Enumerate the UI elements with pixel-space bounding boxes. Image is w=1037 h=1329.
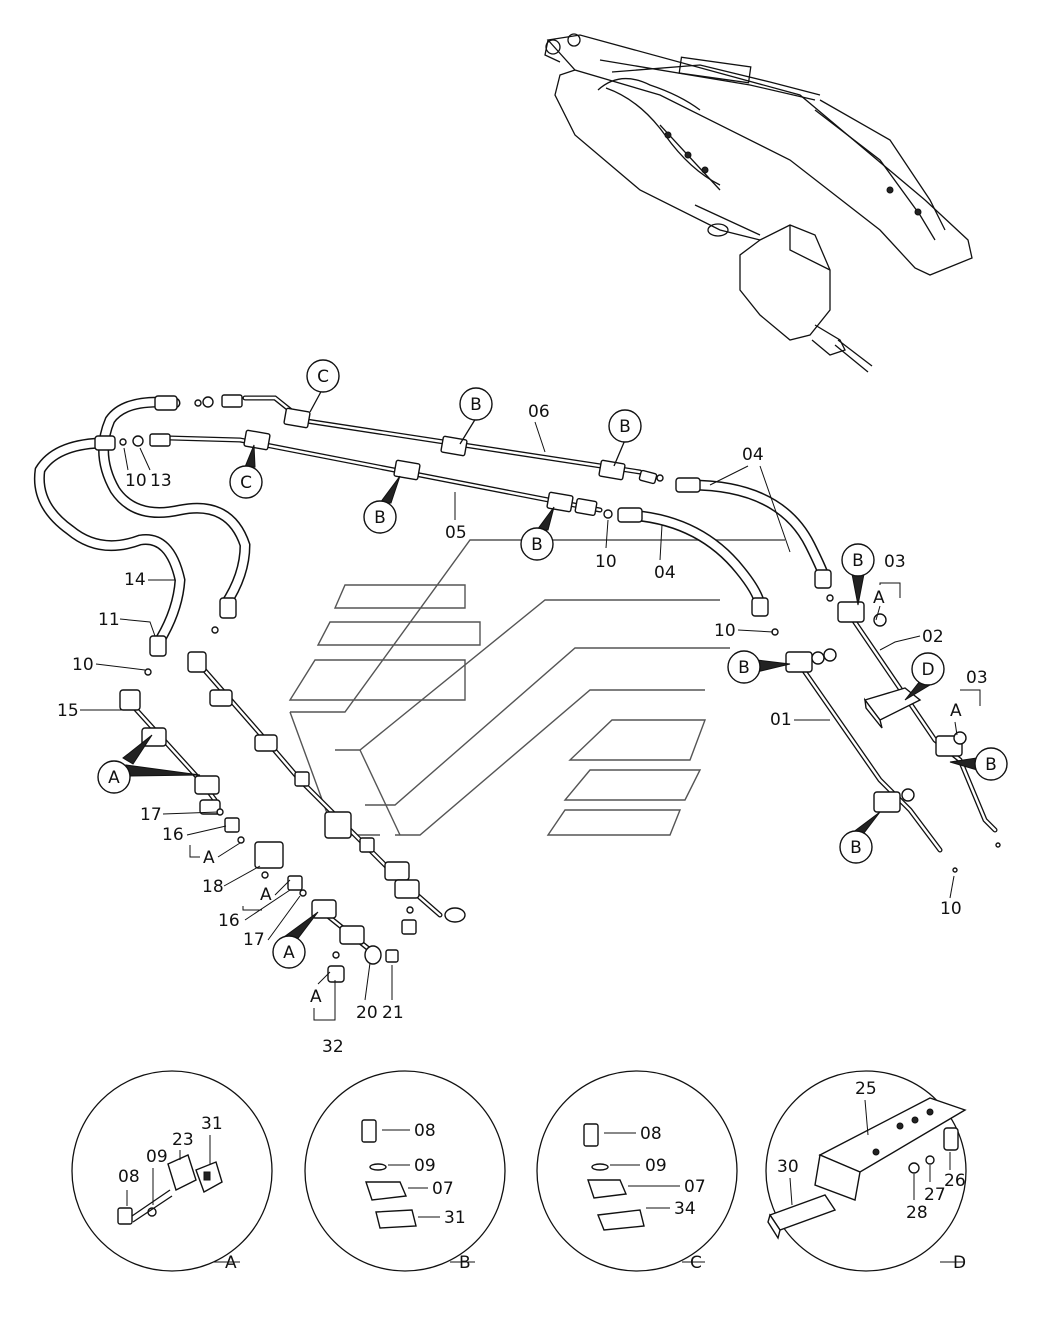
detail-b-08: 08 xyxy=(414,1121,436,1141)
label-a-03-top: A xyxy=(873,588,885,608)
label-10-right: 10 xyxy=(714,621,736,641)
label-10-left: 10 xyxy=(72,655,94,675)
detail-d-27: 27 xyxy=(924,1185,946,1205)
callout-a-1: A xyxy=(97,734,201,794)
label-10-top: 10 xyxy=(125,471,147,491)
svg-text:A: A xyxy=(108,768,120,788)
label-16-top: 16 xyxy=(162,825,184,845)
label-13: 13 xyxy=(150,471,172,491)
fittings-top xyxy=(119,394,664,519)
callout-b-4: B xyxy=(520,506,555,561)
label-a-16-bottom: A xyxy=(260,885,272,905)
label-10-bottom-right: 10 xyxy=(940,899,962,919)
label-04-top: 04 xyxy=(742,445,764,465)
pipe-clamps xyxy=(243,407,626,517)
callout-a-2: A xyxy=(272,911,319,969)
bracket-d xyxy=(863,687,922,729)
detail-b-label: B xyxy=(459,1253,471,1273)
detail-b-31: 31 xyxy=(444,1208,466,1228)
detail-d-28: 28 xyxy=(906,1203,928,1223)
label-a-16-top: A xyxy=(203,848,215,868)
callout-b-8: B xyxy=(839,811,881,864)
svg-text:B: B xyxy=(985,755,997,775)
watermark xyxy=(288,539,785,836)
detail-a-08: 08 xyxy=(118,1167,140,1187)
svg-text:B: B xyxy=(374,508,386,528)
detail-c-09: 09 xyxy=(645,1156,667,1176)
callout-b-7: B xyxy=(949,747,1008,781)
left-pipe-assembly xyxy=(119,689,399,983)
boom-sketch xyxy=(544,33,973,373)
label-06: 06 xyxy=(528,402,550,422)
detail-c: C 08 09 07 34 xyxy=(536,1070,738,1273)
detail-c-07: 07 xyxy=(684,1177,706,1197)
callouts-main: C B B C B B B xyxy=(97,359,1008,969)
callout-d: D xyxy=(904,652,945,701)
detail-d-label: D xyxy=(953,1253,966,1273)
part-labels: 06 05 04 04 10 10 13 14 11 10 15 10 03 A… xyxy=(57,402,988,1057)
label-21: 21 xyxy=(382,1003,404,1023)
detail-a-31: 31 xyxy=(201,1114,223,1134)
svg-text:A: A xyxy=(283,943,295,963)
label-02: 02 xyxy=(922,627,944,647)
svg-text:C: C xyxy=(317,367,329,387)
detail-a-09: 09 xyxy=(146,1147,168,1167)
pipe-05 xyxy=(167,435,603,513)
label-04-mid: 04 xyxy=(654,563,676,583)
callout-c-left: C xyxy=(229,444,263,499)
label-18: 18 xyxy=(202,877,224,897)
pipe-06 xyxy=(242,395,643,475)
label-10-mid: 10 xyxy=(595,552,617,572)
hoses-04 xyxy=(617,477,832,617)
callout-b-6: B xyxy=(727,650,791,684)
detail-d-25: 25 xyxy=(855,1079,877,1099)
label-16-bottom: 16 xyxy=(218,911,240,931)
detail-c-08: 08 xyxy=(640,1124,662,1144)
detail-b: B 08 09 07 31 xyxy=(304,1070,506,1273)
label-20: 20 xyxy=(356,1003,378,1023)
svg-text:B: B xyxy=(470,395,482,415)
callout-c-top: C xyxy=(306,359,340,413)
label-11: 11 xyxy=(98,610,120,630)
label-14: 14 xyxy=(124,570,146,590)
label-17-top: 17 xyxy=(140,805,162,825)
middle-pipe-assembly xyxy=(187,651,466,935)
svg-text:B: B xyxy=(852,551,864,571)
label-a-32: A xyxy=(310,987,322,1007)
detail-b-09: 09 xyxy=(414,1156,436,1176)
label-01: 01 xyxy=(770,710,792,730)
detail-d: D 25 30 28 27 26 xyxy=(765,1070,967,1273)
detail-a-label: A xyxy=(225,1253,237,1273)
detail-a-23: 23 xyxy=(172,1130,194,1150)
detail-d-26: 26 xyxy=(944,1171,966,1191)
label-05: 05 xyxy=(445,523,467,543)
label-03-right: 03 xyxy=(966,668,988,688)
svg-text:D: D xyxy=(921,660,934,680)
callout-b-5: B xyxy=(841,543,875,606)
callout-b-3: B xyxy=(363,475,401,534)
detail-c-34: 34 xyxy=(674,1199,696,1219)
svg-text:B: B xyxy=(850,838,862,858)
callout-b-2: B xyxy=(608,409,642,467)
pipes-01-02 xyxy=(771,594,1001,873)
label-a-03-right: A xyxy=(950,701,962,721)
callout-b-1: B xyxy=(459,387,493,445)
label-17-bottom: 17 xyxy=(243,930,265,950)
detail-a: A 08 09 23 31 xyxy=(71,1070,273,1273)
svg-text:B: B xyxy=(738,658,750,678)
svg-text:B: B xyxy=(531,535,543,555)
label-15: 15 xyxy=(57,701,79,721)
svg-text:B: B xyxy=(619,417,631,437)
label-32: 32 xyxy=(322,1037,344,1057)
label-03-top: 03 xyxy=(884,552,906,572)
svg-text:C: C xyxy=(240,473,252,493)
detail-d-30: 30 xyxy=(777,1157,799,1177)
detail-c-label: C xyxy=(690,1253,702,1273)
detail-b-07: 07 xyxy=(432,1179,454,1199)
hoses xyxy=(33,395,251,676)
